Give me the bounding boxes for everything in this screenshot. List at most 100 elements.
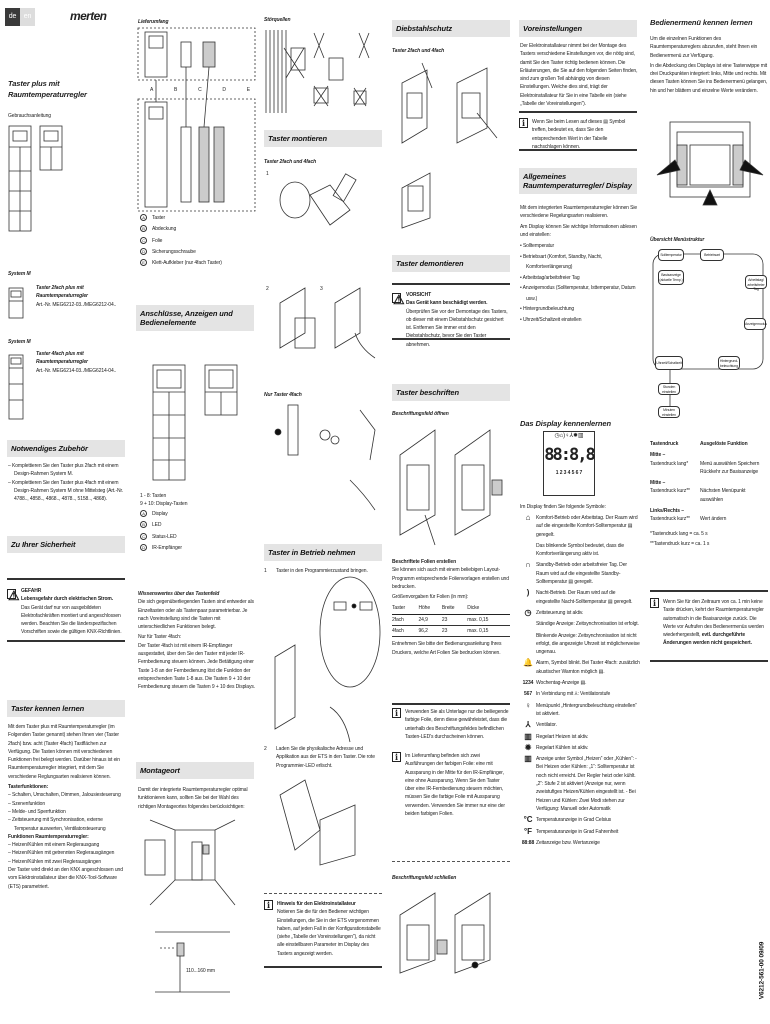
beschriftungsfeld-schliessen-illustration	[399, 892, 491, 974]
menu-p2: In die Abdeckung des Displays ist eine T…	[650, 62, 768, 94]
display-symbol-item: 🔔Alarm, Symbol blinkt. Bei Taster 4fach:…	[520, 659, 640, 676]
tasterfunktionen-title: Tasterfunktionen:	[8, 784, 49, 791]
info-icon: i	[264, 900, 273, 910]
info-icon: i	[392, 708, 401, 718]
display-intro: Im Display finden Sie folgende Symbole:	[520, 504, 606, 510]
menu-node: Betriebsart	[700, 249, 724, 261]
warning-lead: Lebensgefahr durch elektrischen Strom.	[21, 596, 114, 603]
display-illustration: ◷⌂)♀⅄✹▥ 88:8,8 1 2 3 4 5 6 7	[543, 431, 596, 496]
product-2: Taster 4fach plus mit Raumtemperaturregl…	[36, 350, 131, 375]
warning-triangle-icon: ⚠	[7, 589, 20, 604]
display-symbol-icon	[520, 542, 536, 559]
key-press: Mitte –	[650, 452, 666, 459]
cell: max. 0,15	[467, 625, 510, 638]
display-symbol-text: Ständige Anzeige: Zeitsynchronisation is…	[536, 621, 639, 628]
menu-p1: Um die einzelnen Funktionen des Raumtemp…	[650, 36, 758, 59]
bedienelemente-label: 9 + 10: Display-Tasten	[140, 501, 188, 508]
display-symbol-icon: ♀	[525, 700, 531, 710]
heading-sicherheit: Zu Ihrer Sicherheit	[7, 536, 125, 553]
legend-item: B Abdeckung	[140, 225, 255, 233]
lang-de-tab[interactable]: de	[5, 8, 20, 26]
legend-key: A	[140, 510, 147, 517]
display-symbol-item: ♀Menüpunkt „Hintergrundbeleuchtung einst…	[520, 700, 640, 719]
divider	[264, 966, 382, 968]
display-symbol-text: Temperaturanzeige in Grad Fahrenheit	[536, 828, 619, 835]
caution-label: VORSICHT	[406, 292, 432, 298]
warning-label: GEFAHR	[21, 588, 42, 594]
heading-montageort: Montageort	[136, 762, 254, 779]
footnote-short: **Tastendruck kurz = ca. 1 s	[650, 540, 710, 547]
product-1: Taster 2fach plus mit Raumtemperaturregl…	[36, 284, 131, 309]
divider	[519, 111, 637, 113]
tasterfunktionen-list: – Schalten, Umschalten, Dimmen, Jalousie…	[8, 791, 124, 832]
product-2-system: System M	[8, 339, 31, 345]
stoerquellen-illustration	[265, 30, 370, 113]
display-symbol-icon: 88:88	[521, 839, 535, 846]
menu-heading: Bedienermenü kennen lernen	[650, 18, 753, 27]
display-feature-item: • Uhrzeit/Schaltzeit einstellen	[520, 316, 582, 323]
footnote-long: *Tastendruck lang = ca. 5 s	[650, 530, 708, 537]
product-2-name: Taster 4fach plus mit Raumtemperaturregl…	[36, 351, 88, 366]
display-symbol-text: Standby-Betrieb oder arbeitsfreier Tag. …	[536, 562, 627, 586]
cell: 2fach	[392, 614, 419, 627]
table-row: Mitte –	[650, 451, 768, 459]
info-icon: i	[519, 118, 528, 128]
key-press: Mitte –	[650, 480, 666, 487]
divider	[392, 283, 510, 285]
table-row: Tastendruck kurz**Wert ändern	[650, 515, 768, 523]
heading-allgemeines: Allgemeines Raumtemperaturregler/ Displa…	[519, 168, 637, 194]
display-feature-item: • Solltemperatur	[520, 243, 555, 250]
programming-illustration	[274, 576, 381, 743]
display-symbol-item: Blinkende Anzeige: Zeitsynchronisation i…	[520, 632, 640, 657]
sizes-title: Größenvorgaben für Folien (in mm):	[392, 594, 469, 601]
legend-key: B	[140, 225, 147, 233]
foil-note-1: i Verwenden Sie als Unterlage nur die be…	[392, 708, 510, 741]
display-symbol-icon: 🔔	[523, 658, 533, 668]
reglerfunktion-item: – Heizen/Kühlen mit einem Reglerausgang	[8, 842, 100, 849]
display-heading: Das Display kennenlernen	[520, 419, 611, 428]
heading-anschluesse: Anschlüsse, Anzeigen und Bedienelemente	[136, 305, 254, 331]
document-title: Taster plus mit Raumtemperaturregler	[8, 79, 87, 99]
key-press: Tastendruck lang*	[650, 460, 689, 467]
display-symbol-text: Regelart Heizen ist aktiv.	[536, 733, 589, 740]
display-symbol-text: Wochentag-Anzeige ▤.	[536, 680, 587, 687]
divider	[264, 893, 382, 894]
tasterfunktion-item: – Szenenfunktion	[8, 800, 46, 807]
display-symbol-icon: ⌂	[525, 513, 531, 522]
nur-4fach-text: Der Taster 4fach ist mit einem IR-Empfän…	[138, 642, 256, 691]
divider	[392, 338, 510, 340]
montieren-sub: Taster 2fach und 4fach	[264, 159, 317, 165]
inbetrieb-step-2: 2 Laden Sie die physikalische Adresse un…	[264, 745, 382, 770]
menu-intro: Um die einzelnen Funktionen des Raumtemp…	[650, 35, 768, 97]
reglerfunktionen-title: Funktionen Raumtemperaturregler:	[8, 833, 89, 840]
stoerquellen-title: Störquellen	[264, 17, 291, 23]
zubehoer-item: – Komplettieren Sie den Taster plus 4fac…	[8, 479, 124, 503]
menu-node: Anzeigemodus	[744, 318, 767, 330]
lieferumfang-letter: D	[222, 87, 226, 93]
montieren-step3-illustration	[334, 287, 376, 359]
load-application-illustration	[279, 779, 356, 866]
product-1-icon	[8, 287, 24, 319]
caution-lead: Das Gerät kann beschädigt werden.	[406, 300, 488, 307]
legend-label: Abdeckung	[152, 226, 177, 233]
timeout-note: i Wenn Sie für den Zeitraum von ca. 1 mi…	[650, 598, 768, 648]
step-2-badge: 2	[266, 286, 269, 292]
display-days: 1 2 3 4 5 6 7	[555, 470, 583, 476]
display-symbol-text: Anzeige unter Symbol „Heizen“ oder „Kühl…	[536, 756, 637, 812]
col-header: Höhe	[418, 603, 442, 615]
lang-en-tab[interactable]: en	[20, 8, 35, 26]
heading-kennen-lernen: Taster kennen lernen	[7, 700, 125, 717]
display-symbol-text: Temperaturanzeige in Grad Celsius	[536, 817, 612, 824]
function: Nächsten Menüpunkt auswählen	[700, 488, 746, 503]
zubehoer-list: – Komplettieren Sie den Taster plus 2fac…	[8, 462, 124, 503]
menu-node: Basisanzeige (aktuelle Temp.)	[658, 270, 684, 285]
divider	[7, 578, 125, 580]
